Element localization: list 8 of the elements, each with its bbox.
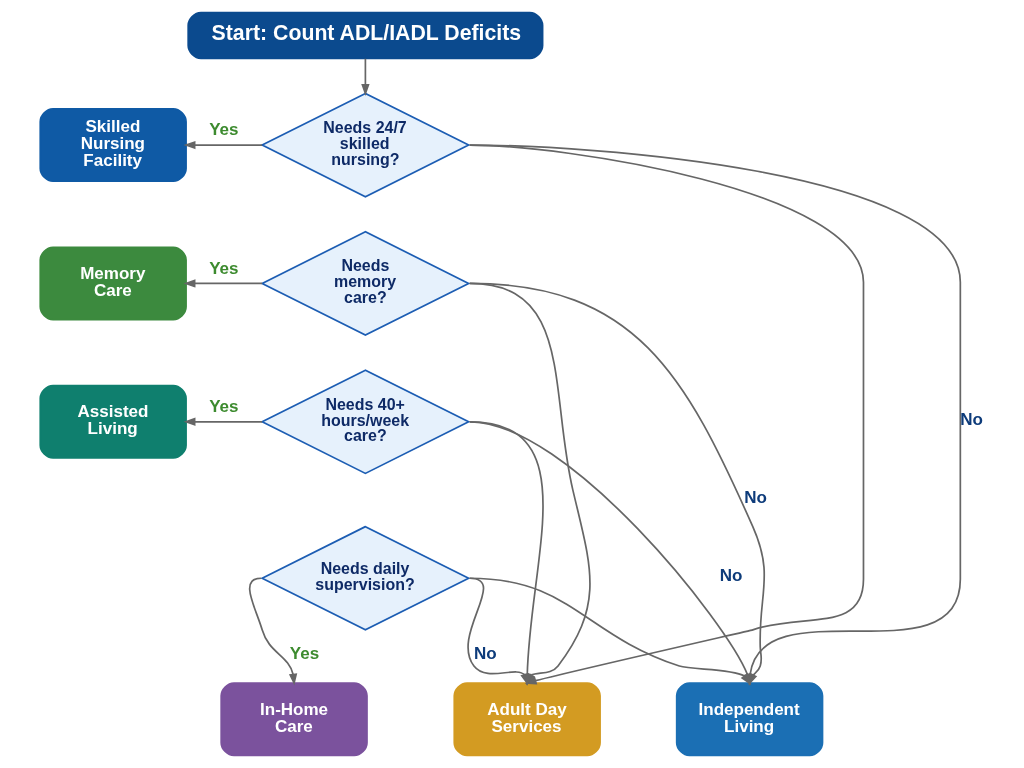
edge-label: No [960,409,984,429]
edge-label: No [744,487,767,507]
edge-label: Yes [209,396,239,416]
edge-label: Yes [209,258,239,278]
edge-label: No [719,566,743,586]
edge-label: No [473,644,497,664]
edge-label: Yes [289,644,320,664]
edge-label: Yes [209,120,239,140]
